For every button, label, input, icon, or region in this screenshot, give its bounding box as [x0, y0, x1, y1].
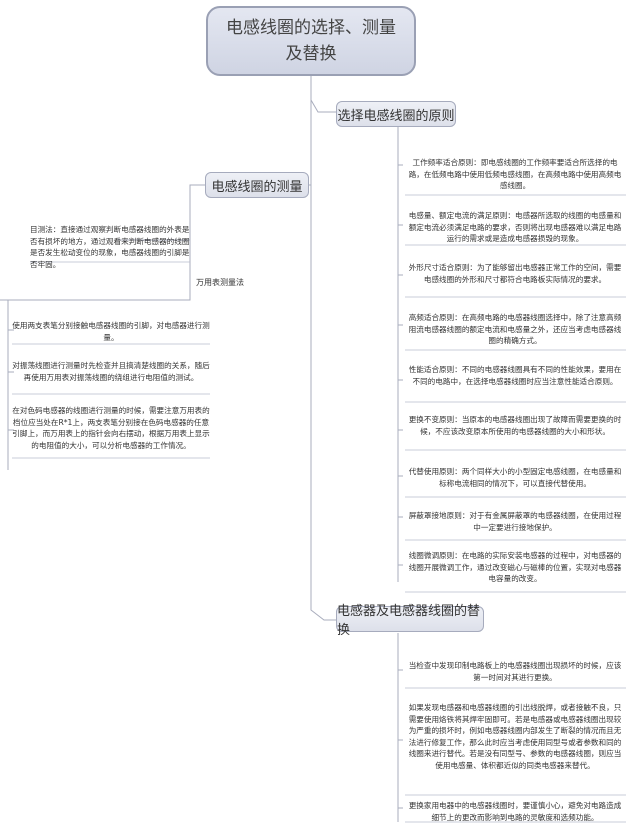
branch-principles: 选择电感线圈的原则 — [336, 101, 456, 127]
principle-item: 屏蔽罩接地原则：对于有金属屏蔽罩的电感器线圈，在使用过程中一定要进行接地保护。 — [408, 511, 622, 532]
root-node: 电感线圈的选择、测量及替换 — [206, 6, 416, 76]
multimeter-item: 使用两支表笔分别接触电感器线圈的引脚，对电感器进行测量。 — [12, 321, 210, 342]
branch-measurement: 电感线圈的测量 — [205, 172, 309, 198]
principle-item: 外形尺寸适合原则：为了能够留出电感器正常工作的空间，需要电感线圈的外形和尺寸都符… — [408, 263, 622, 284]
principle-item: 性能适合原则：不同的电感器线圈具有不同的性能效果，要用在不同的电路中，在选择电感… — [408, 365, 622, 386]
branch-principles-label: 选择电感线圈的原则 — [337, 108, 455, 124]
principle-item: 高频适合原则：在高频电路的电感器线圈选择中，除了注意高频阻流电感器线圈的额定电流… — [408, 313, 622, 345]
principle-item: 代替使用原则：两个同样大小的小型固定电感线圈，在电感量和标称电流相同的情况下，可… — [408, 467, 622, 488]
measurement-item-visual: 目测法：直接通过观察判断电感器线圈的外表是否有损坏的地方，通过观看来判断电感器的… — [30, 225, 190, 269]
branch-replacement: 电感器及电感器线圈的替换 — [336, 604, 484, 638]
branch-measurement-label: 电感线圈的测量 — [211, 179, 303, 195]
principle-item: 电感量、额定电流的满足原则：电感器所选取的线圈的电感量和额定电流必须满足电路的要… — [408, 211, 622, 243]
multimeter-item: 在对色码电感器的线圈进行测量的时候，需要注意万用表的档位应当处在R*1上，两支表… — [12, 406, 210, 450]
replacement-item: 如果发现电感器和电感器线圈的引出线脱焊，或者接触不良，只需要使用烙铁将其焊牢固即… — [408, 703, 622, 770]
replacement-item: 更换家用电器中的电感器线圈时，要谨慎小心，避免对电路造成细节上的更改而影响到电路… — [408, 801, 622, 822]
principle-item: 工作频率适合原则：即电感线圈的工作频率要适合所选择的电路，在低频电路中使用低频电… — [408, 158, 622, 190]
branch-replacement-label: 电感器及电感器线圈的替换 — [337, 604, 481, 638]
principle-item: 线圈微调原则：在电路的实际安装电感器的过程中，对电感器的线圈开展微调工作，通过改… — [408, 551, 622, 583]
multimeter-label: 万用表测量法 — [196, 278, 244, 287]
replacement-item: 当检查中发现印制电路板上的电感器线圈出现损坏的时候，应该第一时间对其进行更换。 — [408, 661, 622, 682]
principle-item: 更换不变原则：当原本的电感器线圈出现了故障而需要更换的时候，不应该改变原本所使用… — [408, 415, 622, 436]
root-title: 电感线圈的选择、测量及替换 — [226, 18, 396, 64]
multimeter-item: 对振荡线圈进行测量时先检查并且搞清楚线圈的关系，随后再使用万用表对振荡线圈的绕组… — [12, 361, 210, 382]
